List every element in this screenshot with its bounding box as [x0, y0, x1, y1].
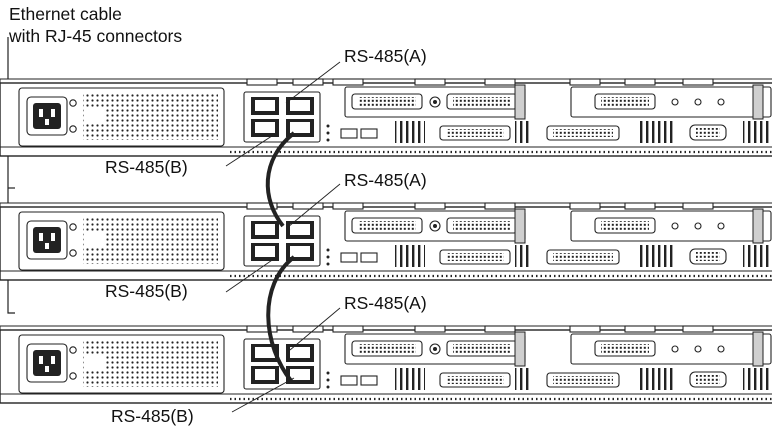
- server-unit-1: [0, 77, 772, 158]
- cable-caption-line1: Ethernet cable: [9, 4, 122, 24]
- ethernet-cable-2-3: [266, 255, 296, 384]
- server-unit-2: [0, 201, 772, 282]
- rs485-b-label-unit3: RS-485(B): [111, 406, 194, 426]
- cable-caption-line2: with RJ-45 connectors: [8, 26, 182, 46]
- rs485-b-label-unit2: RS-485(B): [105, 281, 188, 301]
- server-unit-3: [0, 324, 772, 405]
- rs485-a-label-unit3: RS-485(A): [344, 293, 427, 313]
- ethernet-cable-1-2: [265, 131, 296, 228]
- rs485-a-label-unit1: RS-485(A): [344, 46, 427, 66]
- rs485-a-label-unit2: RS-485(A): [344, 170, 427, 190]
- rs485-b-label-unit1: RS-485(B): [105, 157, 188, 177]
